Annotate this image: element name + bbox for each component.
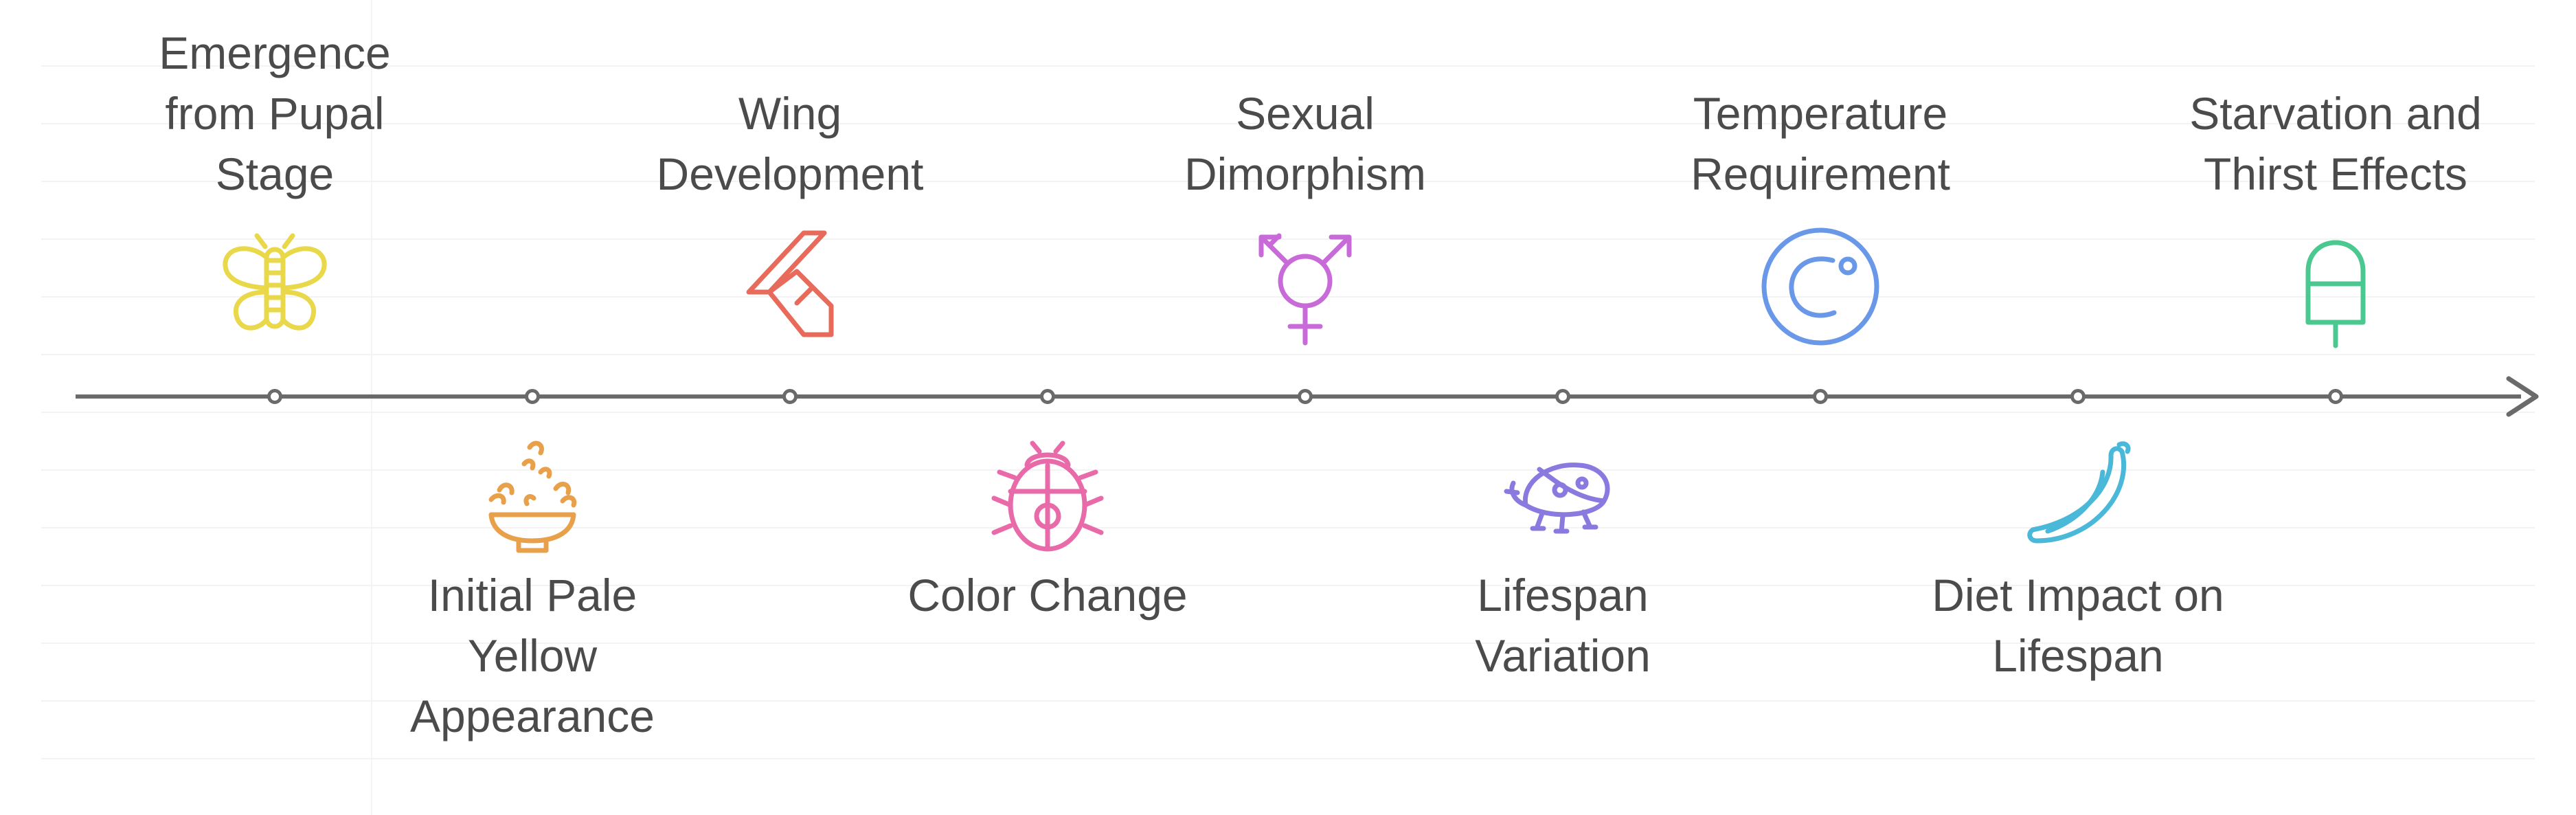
background-rule-line [41,700,2535,702]
timeline-event-label: Starvation and Thirst Effects [2189,88,2482,199]
background-rule-line [41,412,2535,413]
background-rule-line [41,643,2535,644]
timeline-marker [2070,389,2086,404]
background-rule-line [41,758,2535,759]
background-rule-line [41,238,2535,240]
timeline-event-label: Color Change [907,570,1188,621]
timeline-event-label: Wing Development [656,88,924,199]
background-rule-line [41,354,2535,355]
background-rule-line [41,65,2535,67]
background-rule-line [41,585,2535,586]
background-rule-line [41,123,2535,124]
timeline-marker [1813,389,1828,404]
timeline-marker [267,389,282,404]
timeline-marker [1298,389,1313,404]
timeline-event-label: Sexual Dimorphism [1184,88,1427,199]
butterfly-icon [206,218,343,355]
beetle-icon [1494,424,1631,561]
gender-symbol-icon [1236,218,1374,355]
wing-shape-icon [721,218,859,355]
timeline-event-label: Temperature Requirement [1691,88,1950,199]
timeline-marker [525,389,540,404]
bowl-sprinkle-icon [464,424,601,561]
timeline-event-label: Emergence from Pupal Stage [159,27,391,199]
cucumber-icon [2009,424,2147,561]
ladybug-icon [979,424,1116,561]
timeline-event-label: Initial Pale Yellow Appearance [410,570,655,741]
background-rule-line [41,469,2535,471]
timeline-marker [1555,389,1570,404]
timeline-marker [2328,389,2343,404]
background-vertical-rule [371,0,372,815]
background-rule-line [41,527,2535,528]
timeline-event-label: Diet Impact on Lifespan [1932,570,2224,681]
degree-celsius-icon [1752,218,1889,355]
background-rule-line [41,181,2535,182]
popsicle-icon [2267,218,2404,355]
timeline-event-label: Lifespan Variation [1475,570,1651,681]
timeline-marker [782,389,798,404]
timeline-arrowhead-icon [2506,376,2539,417]
timeline-marker [1040,389,1055,404]
